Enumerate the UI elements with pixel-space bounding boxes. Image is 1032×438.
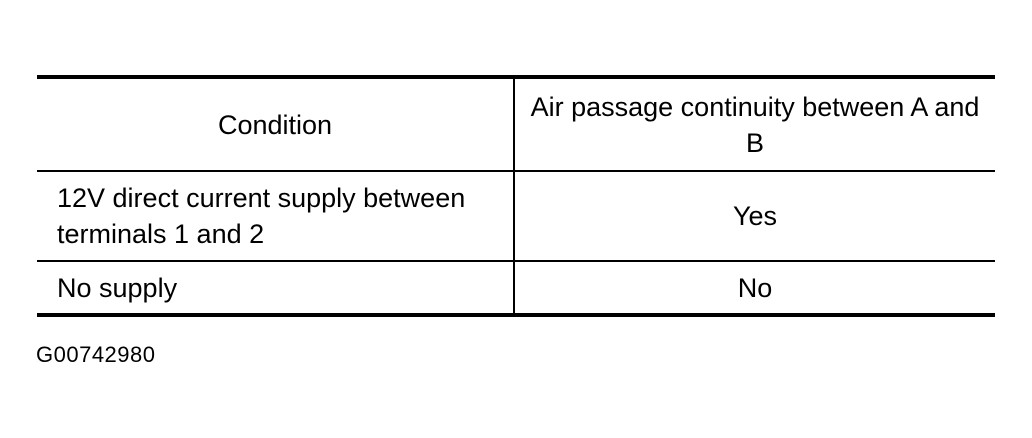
table-row: No supply No	[37, 261, 995, 315]
cell-continuity: Yes	[732, 201, 778, 231]
figure-id: G00742980	[36, 342, 156, 367]
header-row: Condition Air passage continuity between…	[37, 77, 995, 171]
cell-condition: 12V direct current supply between termin…	[37, 171, 515, 261]
table-body: 12V direct current supply between termin…	[37, 171, 995, 315]
table-row: 12V direct current supply between termin…	[37, 171, 995, 261]
table-header: Condition Air passage continuity between…	[37, 77, 995, 171]
continuity-table: Condition Air passage continuity between…	[37, 75, 995, 317]
header-condition: Condition	[37, 77, 515, 171]
header-air-passage-continuity: Air passage continuity between A and B	[530, 91, 980, 158]
cell-continuity: No	[737, 272, 773, 303]
cell-condition: No supply	[37, 261, 515, 315]
